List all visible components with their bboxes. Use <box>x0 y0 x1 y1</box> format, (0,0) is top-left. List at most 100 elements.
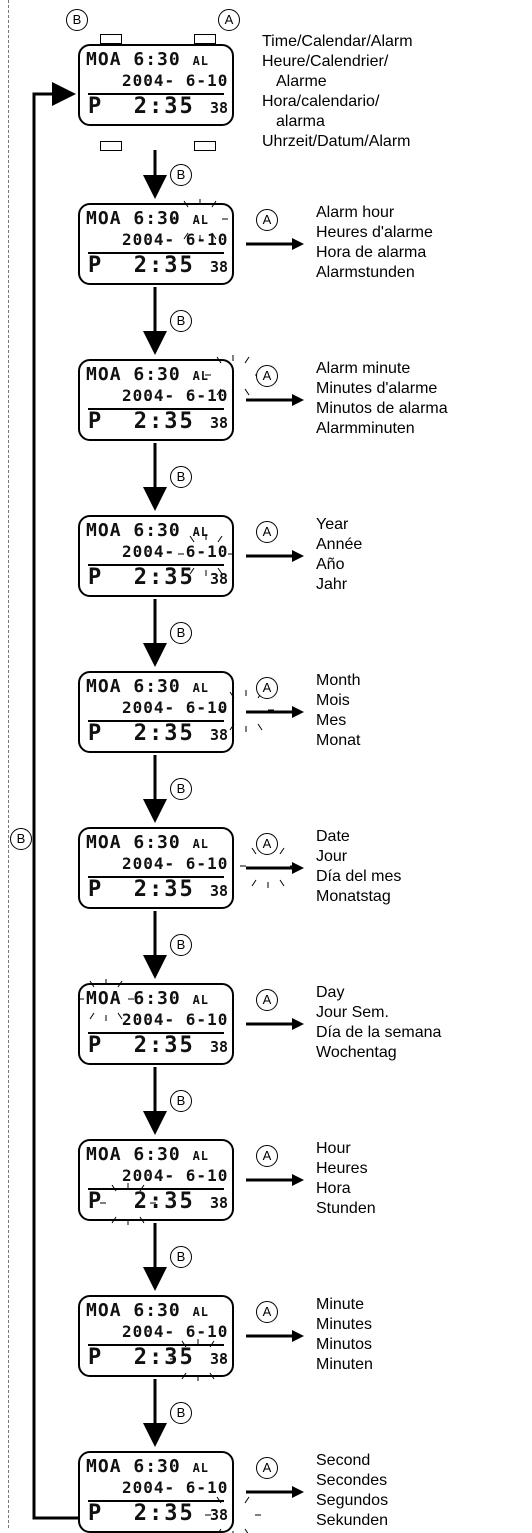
setting-label-line: Jahr <box>316 576 348 593</box>
setting-label-line: Minutos <box>316 1336 373 1353</box>
arrow-right-icon <box>246 862 304 874</box>
arrow-right-icon <box>246 1018 304 1030</box>
setting-label-line: Minutes <box>316 1316 373 1333</box>
setting-label-line: Segundos <box>316 1492 389 1509</box>
setting-label-line: Hour <box>316 1140 351 1157</box>
lcd-divider <box>88 564 224 566</box>
flash-indicator <box>218 690 274 732</box>
setting-label-line: Jour Sem. <box>316 1004 389 1021</box>
setting-label-line: Minutes d'alarme <box>316 380 438 397</box>
lcd-row-time: P 2:35 38 <box>88 1189 229 1214</box>
lcd-divider <box>88 1032 224 1034</box>
setting-label-line: Date <box>316 828 350 845</box>
lcd-row-alarm: MOA 6:30 AL <box>86 676 210 697</box>
lcd-divider <box>88 1344 224 1346</box>
lcd-row-time: P 2:35 38 <box>88 409 229 434</box>
lcd-row-alarm: MOA 6:30 AL <box>86 832 210 853</box>
flash-indicator <box>178 534 234 576</box>
flash-indicator <box>170 1339 226 1381</box>
setting-label-line: Alarmminuten <box>316 420 415 437</box>
mode-label-es: Hora/calendario/ <box>262 93 380 110</box>
button-b-indicator: B <box>170 1090 192 1112</box>
mode-label-de: Uhrzeit/Datum/Alarm <box>262 133 411 150</box>
setting-label-line: Monatstag <box>316 888 391 905</box>
button-a-indicator: A <box>256 1457 278 1479</box>
mode-label-fr: Heure/Calendrier/ <box>262 53 389 70</box>
lcd-divider <box>88 252 224 254</box>
lcd-divider <box>88 93 224 95</box>
lcd-row-date: 2004- 6-10 <box>122 854 229 873</box>
setting-label-line: Minute <box>316 1296 365 1313</box>
button-a-indicator: A <box>256 521 278 543</box>
mode-label-es-cont: alarma <box>276 113 325 130</box>
setting-label-line: Hora de alarma <box>316 244 427 261</box>
lcd-row-alarm: MOA 6:30 AL <box>86 364 210 385</box>
lcd-row-alarm: MOA 6:30 AL <box>86 208 210 229</box>
button-b-indicator: B <box>66 9 88 31</box>
button-b-indicator: B <box>170 934 192 956</box>
lcd-row-date: 2004- 6-10 <box>122 386 229 405</box>
setting-label-line: Jour <box>316 848 348 865</box>
lcd-row-time: P 2:35 38 <box>88 1033 229 1058</box>
arrow-right-icon <box>246 1174 304 1186</box>
button-b-indicator: B <box>170 1402 192 1424</box>
button-b-indicator: B <box>170 778 192 800</box>
setting-label-line: Heures <box>316 1160 368 1177</box>
mode-label-en: Time/Calendar/Alarm <box>262 33 413 50</box>
lcd-row-alarm: MOA 6:30 AL <box>86 988 210 1009</box>
lcd-row-time: P 2:35 38 <box>88 94 229 119</box>
lcd-row-alarm: MOA 6:30 AL <box>86 49 210 70</box>
flash-indicator <box>100 1183 156 1225</box>
button-a-indicator: A <box>256 209 278 231</box>
lcd-divider <box>88 720 224 722</box>
setting-label-line: Stunden <box>316 1200 376 1217</box>
button-b-indicator: B <box>170 1246 192 1268</box>
lcd-divider <box>88 1188 224 1190</box>
button-a-indicator: A <box>256 1145 278 1167</box>
arrow-right-icon <box>246 394 304 406</box>
arrow-right-icon <box>246 1486 304 1498</box>
setting-label-line: Minuten <box>316 1356 373 1373</box>
lcd-row-alarm: MOA 6:30 AL <box>86 1456 210 1477</box>
lcd-row-alarm: MOA 6:30 AL <box>86 1300 210 1321</box>
lcd-row-alarm: MOA 6:30 AL <box>86 520 210 541</box>
lcd-row-date: 2004- 6-10 <box>122 698 229 717</box>
button-a-indicator: A <box>256 1301 278 1323</box>
arrow-right-icon <box>246 550 304 562</box>
setting-label-line: Second <box>316 1452 371 1469</box>
button-b-indicator: B <box>170 622 192 644</box>
lcd-row-time: P 2:35 38 <box>88 1501 229 1526</box>
setting-label-line: Mes <box>316 712 347 729</box>
lcd-row-date: 2004- 6-10 <box>122 1478 229 1497</box>
button-a-indicator: A <box>218 9 240 31</box>
lcd-row-time: P 2:35 38 <box>88 721 229 746</box>
setting-label-line: Secondes <box>316 1472 388 1489</box>
lcd-row-time: P 2:35 38 <box>88 253 229 278</box>
lcd-row-date: 2004- 6-10 <box>122 1322 229 1341</box>
lcd-row-time: P 2:35 38 <box>88 565 229 590</box>
setting-label-line: Sekunden <box>316 1512 389 1529</box>
mode-label-fr-cont: Alarme <box>276 73 327 90</box>
left-dashed-border <box>8 0 9 1528</box>
lcd-row-date: 2004- 6-10 <box>122 71 229 90</box>
watch-display: MOA 6:30 AL 2004- 6-10 P 2:35 38 <box>78 44 234 126</box>
setting-label-line: Année <box>316 536 363 553</box>
watch-lug-top-left <box>100 34 122 44</box>
setting-label-line: Heures d'alarme <box>316 224 433 241</box>
setting-label-line: Día del mes <box>316 868 402 885</box>
setting-label-line: Día de la semana <box>316 1024 442 1041</box>
button-a-indicator: A <box>256 677 278 699</box>
arrow-right-icon <box>246 238 304 250</box>
button-a-indicator: A <box>256 833 278 855</box>
lcd-row-time: P 2:35 38 <box>88 1345 229 1370</box>
arrow-right-icon <box>246 1330 304 1342</box>
lcd-divider <box>88 1500 224 1502</box>
setting-label-line: Month <box>316 672 361 689</box>
lcd-divider <box>88 408 224 410</box>
